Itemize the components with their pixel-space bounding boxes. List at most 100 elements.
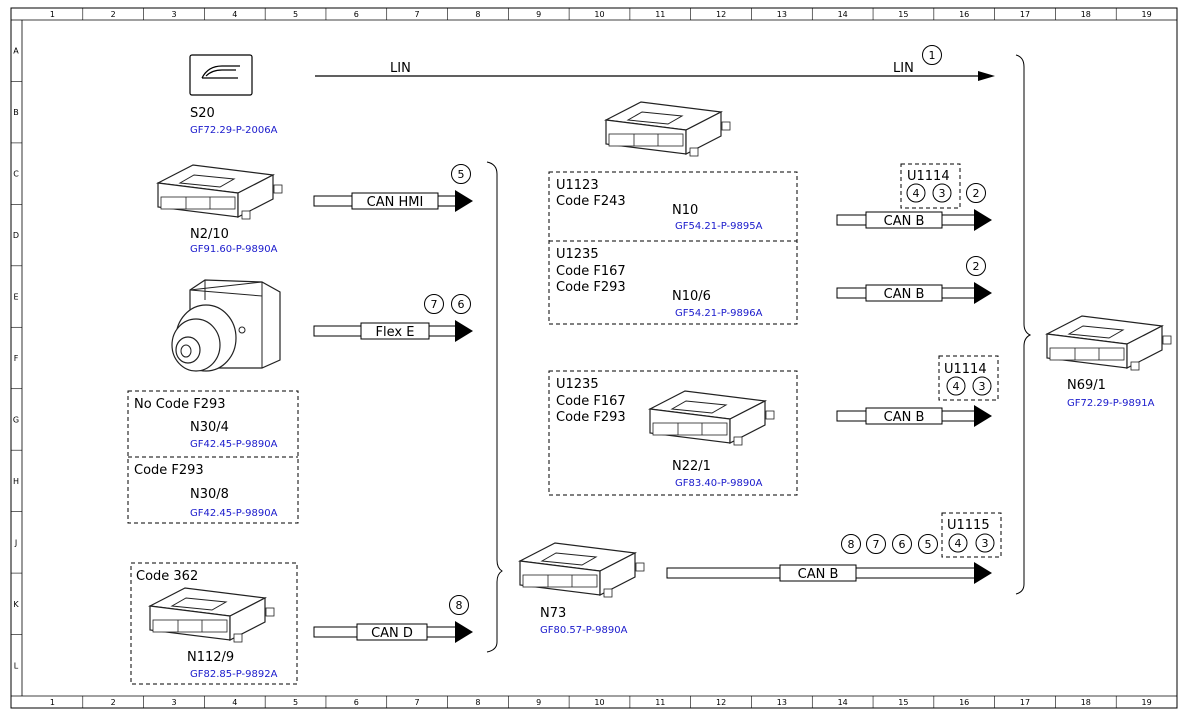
grid-row-label: B	[13, 108, 19, 117]
can-hmi-marker: 5	[458, 168, 465, 181]
can-b-label-1: CAN B	[884, 214, 925, 229]
n73-label: N73	[540, 606, 566, 621]
grid-col-label: 6	[354, 10, 359, 19]
flex-e-label: Flex E	[376, 325, 415, 340]
n73-marker-5: 5	[925, 538, 932, 551]
drawing-frame	[10, 7, 1178, 709]
n73-marker-6: 6	[899, 538, 906, 551]
grid-col-label: 3	[171, 698, 176, 707]
s20-ref: GF72.29-P-2006A	[190, 125, 278, 136]
grid-col-label: 14	[838, 10, 848, 19]
u1114-a-marker-4: 4	[913, 187, 920, 200]
s20-label: S20	[190, 106, 215, 121]
u1114-a-marker-3: 3	[939, 187, 946, 200]
grid-col-label: 11	[655, 698, 665, 707]
can-b-label-2: CAN B	[884, 287, 925, 302]
input-bracket	[486, 161, 503, 653]
u1114-b-marker-4: 4	[953, 380, 960, 393]
can-b-label-4: CAN B	[798, 567, 839, 582]
grid-col-label: 5	[293, 698, 298, 707]
ecu-n2-10: N2/10 GF91.60-P-9890A	[157, 164, 283, 255]
grid-row-label: D	[13, 231, 19, 240]
grid-col-label: 1	[50, 10, 55, 19]
grid-row-label: A	[13, 47, 19, 56]
can-d-bus: CAN D 8	[313, 595, 473, 643]
can-b-bus-4: CAN B 8 7 6 5 U1115 4 3	[666, 512, 1002, 584]
lin-marker-1: 1	[929, 49, 936, 62]
flex-e-marker-6: 6	[458, 298, 465, 311]
can-b-bus-1: CAN B U1114 4 3 2	[836, 163, 992, 231]
grid-row-label: H	[13, 477, 19, 486]
u1114-b-label: U1114	[944, 362, 987, 377]
camera-variants: No Code F293 N30/4 GF42.45-P-9890A Code …	[127, 390, 299, 524]
camera-module-icon	[171, 279, 281, 372]
n10-line-0: U1123	[556, 178, 599, 193]
flex-e-marker-7: 7	[431, 298, 438, 311]
grid-col-label: 10	[594, 698, 604, 707]
ecu-top-center	[605, 101, 731, 157]
n10-6-marker-2: 2	[973, 260, 980, 273]
n30-8-ref: GF42.45-P-9890A	[190, 508, 278, 519]
grid-col-label: 16	[959, 10, 969, 19]
u1114-a-label: U1114	[907, 169, 950, 184]
ecu-n73: N73 GF80.57-P-9890A	[519, 542, 645, 636]
n10-line-1: Code F243	[556, 194, 626, 209]
n2-10-label: N2/10	[190, 227, 229, 242]
n22-1-line-2: Code F293	[556, 410, 626, 425]
grid-col-label: 12	[716, 698, 726, 707]
can-hmi-label: CAN HMI	[367, 195, 424, 210]
grid-row-label: C	[13, 170, 19, 179]
grid-col-label: 17	[1020, 698, 1030, 707]
u1115-marker-4: 4	[955, 537, 962, 550]
n69-1-label: N69/1	[1067, 378, 1106, 393]
grid-col-label: 7	[415, 698, 420, 707]
grid-col-label: 15	[898, 10, 908, 19]
can-b-bus-2: CAN B 2	[836, 256, 992, 304]
grid-col-label: 9	[536, 698, 541, 707]
flex-e-bus: Flex E 7 6	[313, 294, 473, 342]
can-hmi-bus: CAN HMI 5	[313, 164, 473, 212]
n30-4-code: No Code F293	[134, 397, 226, 412]
can-d-marker: 8	[456, 599, 463, 612]
grid-col-label: 15	[898, 698, 908, 707]
grid-col-label: 5	[293, 10, 298, 19]
grid-col-label: 8	[475, 698, 480, 707]
n10-group: U1123 Code F243 N10 GF54.21-P-9895A U123…	[548, 171, 798, 325]
n10-label: N10	[672, 203, 698, 218]
grid-col-label: 18	[1081, 10, 1091, 19]
ecu-n69-1: N69/1 GF72.29-P-9891A	[1046, 315, 1172, 409]
grid-col-label: 2	[111, 10, 116, 19]
grid-col-label: 3	[171, 10, 176, 19]
grid-col-label: 4	[232, 10, 237, 19]
u1114-b-marker-3: 3	[979, 380, 986, 393]
n10-6-label: N10/6	[672, 289, 711, 304]
n22-1-label: N22/1	[672, 459, 711, 474]
n73-marker-7: 7	[873, 538, 880, 551]
ecu-n112-9: Code 362 N112/9 GF82.85-P-9892A	[130, 562, 298, 685]
grid-col-label: 4	[232, 698, 237, 707]
grid-col-label: 11	[655, 10, 665, 19]
n10-6-line-0: U1235	[556, 247, 599, 262]
grid-col-label: 12	[716, 10, 726, 19]
n10-marker-2: 2	[973, 187, 980, 200]
n22-1-line-0: U1235	[556, 377, 599, 392]
can-d-label: CAN D	[371, 626, 413, 641]
grid-row-label: L	[14, 661, 19, 670]
n30-8-label: N30/8	[190, 487, 229, 502]
u1115-label: U1115	[947, 518, 990, 533]
n2-10-ref: GF91.60-P-9890A	[190, 244, 278, 255]
n30-4-ref: GF42.45-P-9890A	[190, 439, 278, 450]
n30-4-label: N30/4	[190, 420, 229, 435]
grid-col-label: 6	[354, 698, 359, 707]
grid-col-label: 18	[1081, 698, 1091, 707]
grid-row-label: K	[13, 600, 19, 609]
lin-label-left: LIN	[390, 61, 411, 76]
lin-bus: LIN LIN 1	[315, 45, 995, 81]
grid-col-label: 10	[594, 10, 604, 19]
n69-1-ref: GF72.29-P-9891A	[1067, 398, 1155, 409]
n22-1-ref: GF83.40-P-9890A	[675, 478, 763, 489]
lin-label-right: LIN	[893, 61, 914, 76]
grid-column-ruler: 1122334455667788991010111112121313141415…	[50, 8, 1152, 708]
